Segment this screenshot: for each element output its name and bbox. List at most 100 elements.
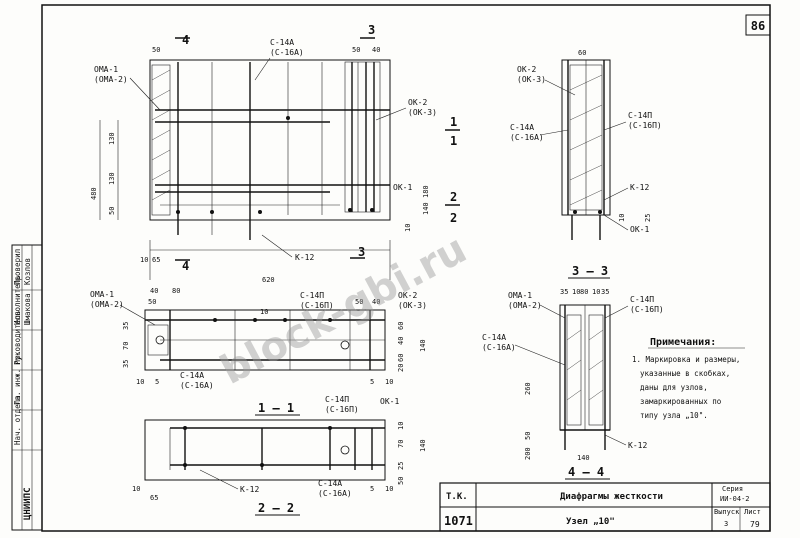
stamp-role-1: Нач. отдела xyxy=(13,395,22,445)
stamp-company: ЦНИИПС xyxy=(23,487,33,520)
plan-label-oma2: (ОМА-2) xyxy=(90,300,124,309)
dim-top-50: 50 xyxy=(152,46,160,54)
tb-code: Т.К. xyxy=(446,492,468,502)
section-mark-2-top: 2 xyxy=(450,190,457,204)
label-c16a: (С-16А) xyxy=(270,48,304,57)
tb-sheet: 79 xyxy=(750,520,760,529)
side-label-ok3: (ОК-3) xyxy=(517,75,546,84)
dim-right-140: 140 xyxy=(422,202,430,215)
s33-dim-50: 50 xyxy=(524,432,532,440)
s11-label-c14p: С-14П xyxy=(325,395,349,404)
dim-left-130b: 130 xyxy=(108,172,116,185)
dim-bottom-620: 620 xyxy=(262,276,275,284)
plan-label-c16p: (С-16П) xyxy=(300,301,334,310)
s33-dim-80: 80 xyxy=(580,288,588,296)
dim-right-10: 10 xyxy=(404,224,412,232)
section-4-4-title: 4 — 4 xyxy=(568,465,604,479)
tb-sheet-label: Лист xyxy=(744,508,761,516)
tb-series-label: Серия xyxy=(722,485,743,493)
s11-label-c16a: (С-16А) xyxy=(318,489,352,498)
stamp-role-3: Руководитель xyxy=(13,311,22,365)
section-mark-3-bottom: 3 xyxy=(358,245,365,259)
plan-dim-b5: 5 xyxy=(155,378,159,386)
label-oma-2: (ОМА-2) xyxy=(94,75,128,84)
s33-label-c16p: (С-16П) xyxy=(630,305,664,314)
plan-label-c14p: С-14П xyxy=(300,291,324,300)
section-mark-4-bottom: 4 xyxy=(182,259,189,273)
section-mark-1-bottom: 1 xyxy=(450,134,457,148)
notes-line-3: даны для узлов, xyxy=(640,383,708,392)
stamp-role-2: Гл. инж. пр. xyxy=(13,351,22,405)
stamp-role-4: Исполнитель xyxy=(13,275,22,325)
plan-label-ok2: ОК-2 xyxy=(398,291,417,300)
s33-dim-260: 260 xyxy=(524,382,532,395)
tb-issue: 3 xyxy=(724,520,728,528)
plan-dim-r40: 40 xyxy=(397,337,405,345)
plan-label-c16a: (С-16А) xyxy=(180,381,214,390)
plan-label-ok3: (ОК-3) xyxy=(398,301,427,310)
s11-dim-50: 50 xyxy=(397,477,405,485)
side-label-ok2: ОК-2 xyxy=(517,65,536,74)
dim-left-130a: 130 xyxy=(108,132,116,145)
s11-dim-10: 10 xyxy=(397,422,405,430)
plan-dim-80: 80 xyxy=(172,287,180,295)
s33-label-oma2: (ОМА-2) xyxy=(508,301,542,310)
section-1-1: 1 — 1 С-14П (С-16П) ОК-1 К-12 С-14А (С-1… xyxy=(132,395,427,502)
plan-dim-l70: 70 xyxy=(122,342,130,350)
section-2-2-title: 2 — 2 xyxy=(258,501,294,515)
label-ok2: ОК-2 xyxy=(408,98,427,107)
s33-label-c14p: С-14П xyxy=(630,295,654,304)
plan-dim-l35b: 35 xyxy=(122,360,130,368)
plan-dim-b10b: 10 xyxy=(385,378,393,386)
notes-block: Примечания: 1. Маркировка и размеры, ука… xyxy=(632,337,745,420)
s33-dim-140: 140 xyxy=(577,454,590,462)
tb-title: Диафрагмы жесткости xyxy=(560,492,663,502)
s33-label-oma1: ОМА-1 xyxy=(508,291,532,300)
label-oma-1: ОМА-1 xyxy=(94,65,118,74)
label-ok1: ОК-1 xyxy=(393,183,412,192)
notes-line-4: замаркированных по xyxy=(640,397,722,406)
tb-sheet-no: 1071 xyxy=(444,514,473,528)
stamp-name-5: Козлов xyxy=(23,258,32,285)
label-c14a: С-14А xyxy=(270,38,294,47)
side-label-c16a: (С-16А) xyxy=(510,133,544,142)
page-number-box xyxy=(745,14,771,36)
s33-label-c14a: С-14А xyxy=(482,333,506,342)
section-4-4: 4 — 4 xyxy=(565,465,610,480)
s11-dim-b5: 5 xyxy=(370,485,374,493)
side-label-c14p: С-14П xyxy=(628,111,652,120)
title-block: Т.К. 1071 Диафрагмы жесткости Узел „10" … xyxy=(439,482,771,532)
notes-line-2: указанные в скобках, xyxy=(640,369,730,378)
section-mark-3-top: 3 xyxy=(368,23,375,37)
section-1-1-title: 1 — 1 xyxy=(258,401,294,415)
dim-top-40: 40 xyxy=(372,46,380,54)
s11-dim-b65: 65 xyxy=(150,494,158,502)
plan-dim-r60b: 60 xyxy=(397,354,405,362)
s11-dim-b10b: 10 xyxy=(385,485,393,493)
stamp-name-4: Шмакова xyxy=(23,293,32,325)
s33-label-k12: К-12 xyxy=(628,441,647,450)
plan-dim-40: 40 xyxy=(150,287,158,295)
plan-dim-40b: 40 xyxy=(372,298,380,306)
s33-dim-200: 200 xyxy=(524,447,532,460)
s33-dim-10: 10 xyxy=(572,288,580,296)
tb-subtitle: Узел „10" xyxy=(566,517,615,527)
section-3-3: 3 — 3 35 10 80 10 35 ОМА-1 (ОМА-2) С-14П… xyxy=(482,264,664,462)
label-ok3: (ОК-3) xyxy=(408,108,437,117)
s11-label-k12: К-12 xyxy=(240,485,259,494)
dim-right-180: 180 xyxy=(422,185,430,198)
s33-dim-35b: 35 xyxy=(601,288,609,296)
section-mark-1-top: 1 xyxy=(450,115,457,129)
s11-dim-70: 70 xyxy=(397,440,405,448)
notes-heading: Примечания: xyxy=(650,337,716,348)
plan-dim-50: 50 xyxy=(148,298,156,306)
section-3-3-title: 3 — 3 xyxy=(572,264,608,278)
section-mark-2-bottom: 2 xyxy=(450,211,457,225)
s11-dim-140: 140 xyxy=(419,439,427,452)
front-elevation: 4 3 1 1 2 2 4 3 ОМА-1 (ОМА-2) С-14А (С-1… xyxy=(90,23,460,284)
plan-dim-r140: 140 xyxy=(419,339,427,352)
s11-label-c14a: С-14А xyxy=(318,479,342,488)
s33-label-c16a: (С-16А) xyxy=(482,343,516,352)
plan-dim-r60: 60 xyxy=(397,322,405,330)
